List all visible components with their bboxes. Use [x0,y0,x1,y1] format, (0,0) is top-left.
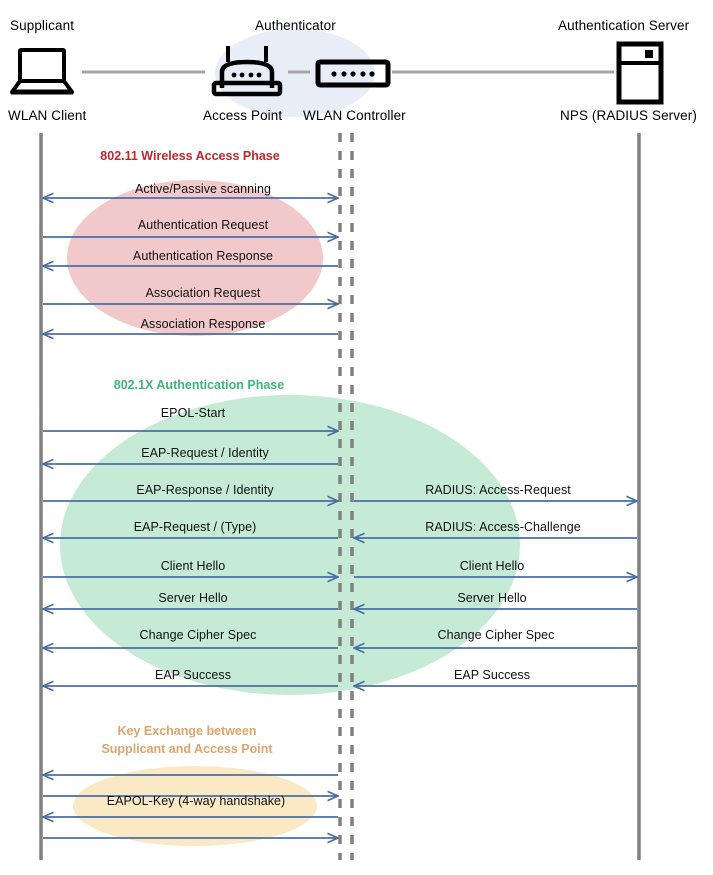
msg-label-server-hello-right: Server Hello [457,591,527,605]
msg-label-radius-access-challenge: RADIUS: Access-Challenge [425,520,581,534]
actor-role-authenticator: Authenticator [255,18,336,33]
msg-label-server-hello-left: Server Hello [158,591,228,605]
controller-box-icon [315,59,391,88]
phase-8021x-ellipse [60,395,520,695]
msg-label-eapol-key-handshake: EAPOL-Key (4-way handshake) [106,794,286,808]
msg-label-authentication-request: Authentication Request [137,218,269,232]
phase-title-key-exchange-line2: Supplicant and Access Point [101,742,273,756]
phase-key-exchange-arrows [43,775,338,838]
phase-title-key-exchange-line1: Key Exchange between [117,724,257,738]
msg-label-active-passive-scanning: Active/Passive scanning [135,182,271,196]
msg-label-change-cipher-spec-right: Change Cipher Spec [437,628,555,642]
msg-label-client-hello-right: Client Hello [459,559,525,573]
phase-title-80211: 802.11 Wireless Access Phase [100,149,280,163]
phase-8021x-arrows-right [354,501,637,686]
actor-role-supplicant: Supplicant [10,18,75,33]
phase-80211-arrows [43,198,338,334]
msg-label-eap-response-identity: EAP-Response / Identity [136,483,274,497]
msg-label-eap-request-type: EAP-Request / (Type) [133,520,257,534]
actor-role-auth-server: Authentication Server [558,18,690,33]
actor-device-nps: NPS (RADIUS Server) [560,108,697,123]
msg-label-eap-request-identity: EAP-Request / Identity [141,446,269,460]
actor-device-access-point: Access Point [203,108,283,123]
actor-device-wlan-controller: WLAN Controller [303,108,406,123]
wireless-router-icon [211,46,283,97]
actor-device-wlan-client: WLAN Client [8,108,87,123]
msg-label-eap-success-right: EAP Success [453,668,531,682]
msg-label-radius-access-request: RADIUS: Access-Request [425,483,571,497]
msg-label-change-cipher-spec-left: Change Cipher Spec [139,628,257,642]
phase-8021x-arrows-left [43,431,338,686]
phase-80211-ellipse [67,180,323,336]
msg-label-client-hello-left: Client Hello [160,559,226,573]
laptop-icon [10,48,74,95]
msg-label-epol-start: EPOL-Start [160,406,226,420]
msg-label-association-response: Association Response [140,317,266,331]
msg-label-association-request: Association Request [145,286,261,300]
msg-label-authentication-response: Authentication Response [132,249,274,263]
phase-title-8021x: 802.1X Authentication Phase [113,378,285,392]
phase-title-key-exchange: Key Exchange between Supplicant and Acce… [101,722,272,758]
msg-label-eap-success-left: EAP Success [154,668,232,682]
server-tower-icon [616,41,664,105]
phase-key-exchange-ellipse [73,766,317,846]
